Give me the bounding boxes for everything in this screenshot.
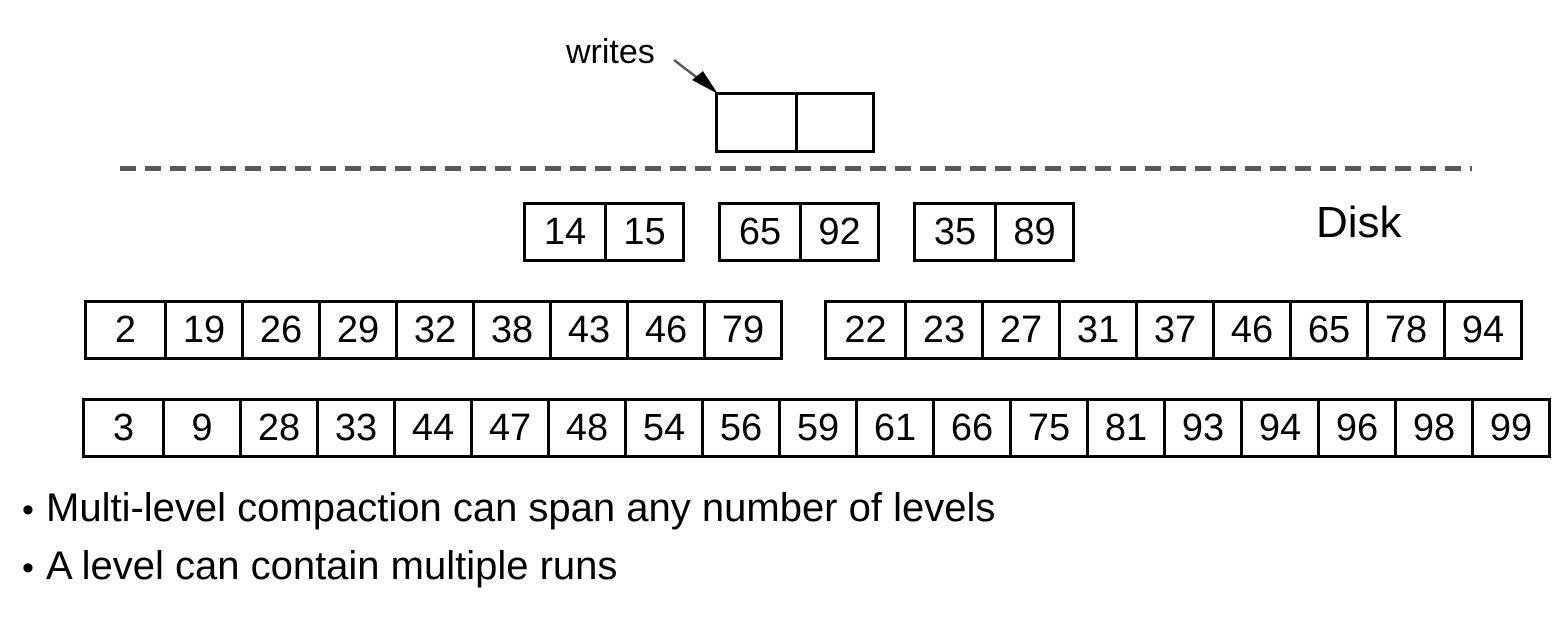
run-cell: 38 bbox=[472, 303, 549, 357]
run-cell: 9 bbox=[162, 401, 239, 455]
memory-buffer-cell bbox=[718, 95, 795, 150]
run-cell: 47 bbox=[470, 401, 547, 455]
disk-label: Disk bbox=[1316, 198, 1402, 247]
run-cell: 99 bbox=[1471, 401, 1548, 455]
run-cell: 81 bbox=[1086, 401, 1163, 455]
run-cell: 19 bbox=[164, 303, 241, 357]
run-cell: 56 bbox=[701, 401, 778, 455]
run-cell: 48 bbox=[547, 401, 624, 455]
run-cell: 46 bbox=[626, 303, 703, 357]
run-cell: 96 bbox=[1317, 401, 1394, 455]
bullet-text: Multi-level compaction can span any numb… bbox=[46, 486, 996, 530]
run-cell: 2 bbox=[87, 303, 164, 357]
run-cell: 59 bbox=[778, 401, 855, 455]
run-cell: 33 bbox=[316, 401, 393, 455]
run-cell: 79 bbox=[703, 303, 780, 357]
run-cell: 65 bbox=[721, 205, 799, 259]
run-cell: 29 bbox=[318, 303, 395, 357]
run-cell: 26 bbox=[241, 303, 318, 357]
run-cell: 75 bbox=[1009, 401, 1086, 455]
run-cell: 94 bbox=[1443, 303, 1520, 357]
run-cell: 43 bbox=[549, 303, 626, 357]
run-cell: 37 bbox=[1135, 303, 1212, 357]
in-memory-buffer-run bbox=[715, 92, 875, 153]
run-cell: 65 bbox=[1289, 303, 1366, 357]
memory-disk-divider bbox=[120, 166, 1472, 171]
run-cell: 32 bbox=[395, 303, 472, 357]
memory-buffer-cell bbox=[795, 95, 872, 150]
run-cell: 35 bbox=[916, 205, 994, 259]
bullet-text: A level can contain multiple runs bbox=[46, 544, 618, 588]
run-cell: 46 bbox=[1212, 303, 1289, 357]
run-cell: 94 bbox=[1240, 401, 1317, 455]
run-cell: 54 bbox=[624, 401, 701, 455]
run-cell: 61 bbox=[855, 401, 932, 455]
writes-label: writes bbox=[566, 33, 655, 71]
bullet-item: • A level can contain multiple runs bbox=[22, 538, 995, 596]
bullet-marker-icon: • bbox=[22, 549, 34, 587]
run-cell: 93 bbox=[1163, 401, 1240, 455]
run-cell: 27 bbox=[981, 303, 1058, 357]
run-cell: 31 bbox=[1058, 303, 1135, 357]
bullet-list: • Multi-level compaction can span any num… bbox=[22, 480, 995, 596]
run-cell: 44 bbox=[393, 401, 470, 455]
run-cell: 98 bbox=[1394, 401, 1471, 455]
run-cell: 15 bbox=[604, 205, 682, 259]
run-cell: 89 bbox=[994, 205, 1072, 259]
run-cell: 92 bbox=[799, 205, 877, 259]
run-cell: 66 bbox=[932, 401, 1009, 455]
run-cell: 14 bbox=[526, 205, 604, 259]
bullet-item: • Multi-level compaction can span any num… bbox=[22, 480, 995, 538]
run-cell: 23 bbox=[904, 303, 981, 357]
run-cell: 28 bbox=[239, 401, 316, 455]
run-cell: 78 bbox=[1366, 303, 1443, 357]
run-cell: 3 bbox=[85, 401, 162, 455]
run-cell: 22 bbox=[827, 303, 904, 357]
bullet-marker-icon: • bbox=[22, 491, 34, 529]
